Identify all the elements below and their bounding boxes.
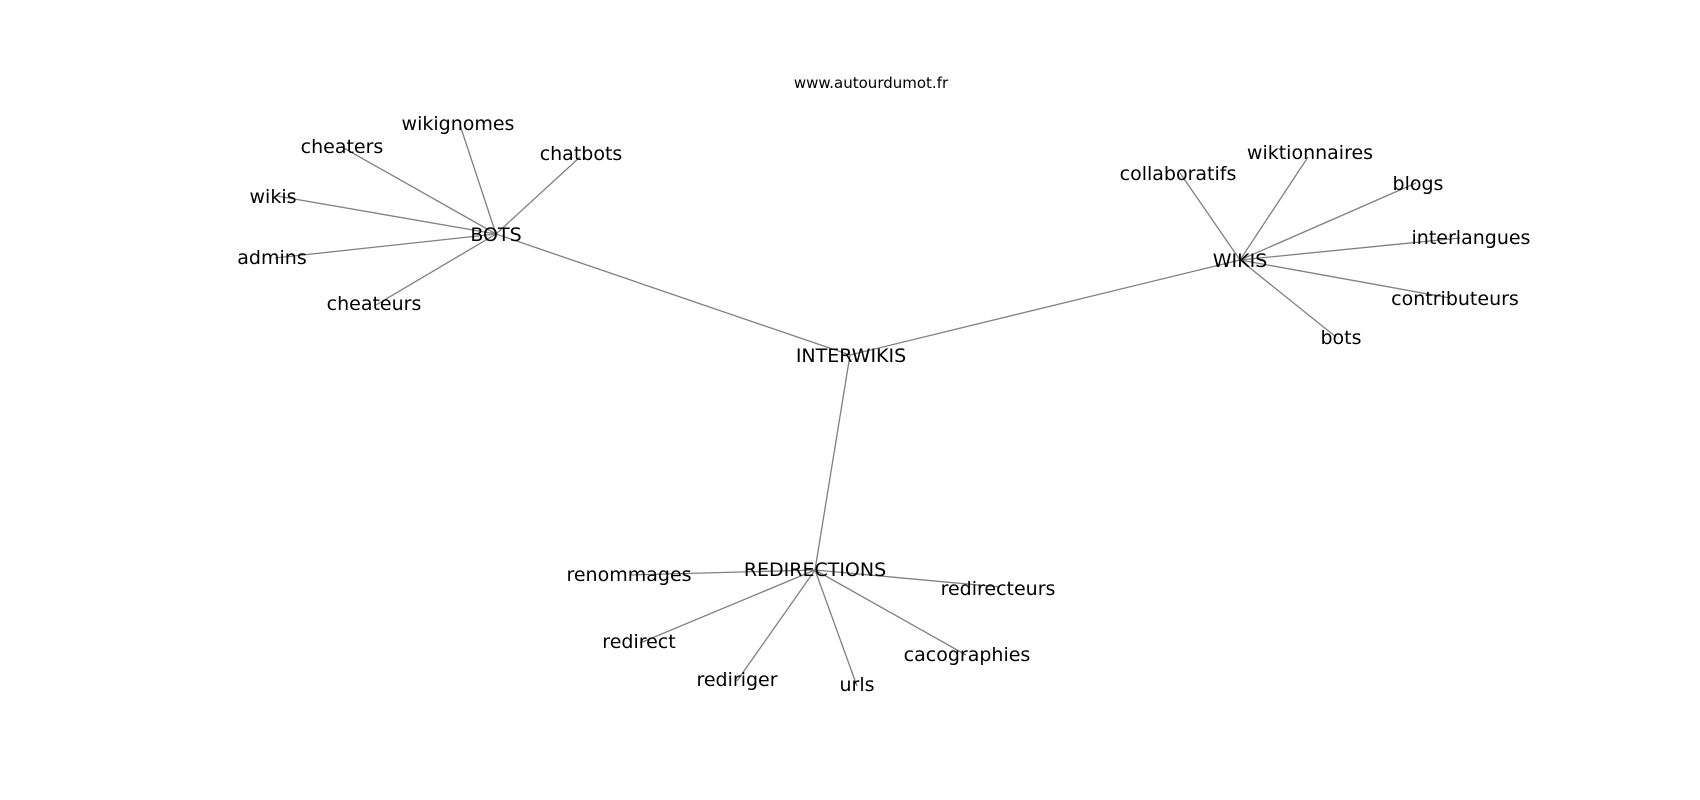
edge-interwikis-redirections [814, 354, 851, 571]
leaf-label: admins [237, 247, 306, 269]
edge-wikis-bots [1239, 259, 1337, 338]
leaf-label: bots [1320, 327, 1361, 349]
leaf-label: redirect [602, 631, 675, 653]
center-node-label: INTERWIKIS [796, 345, 906, 367]
edge-bots-wikis [276, 195, 497, 235]
leaf-label: renommages [566, 564, 691, 586]
hub-label-redirections: REDIRECTIONS [744, 559, 886, 581]
leaf-label: blogs [1393, 173, 1444, 195]
edge-wikis-contributeurs [1239, 259, 1451, 299]
leaf-label: rediriger [696, 669, 777, 691]
edge-redirections-rediriger [736, 569, 816, 682]
hub-label-wikis: WIKIS [1213, 250, 1268, 272]
leaf-label: contributeurs [1391, 288, 1519, 310]
hub-label-bots: BOTS [470, 224, 521, 246]
cluster-redirections: REDIRECTIONS renommages redirecteurs red… [566, 559, 1055, 696]
edge-redirections-redirecteurs [814, 569, 1001, 588]
edge-wikis-blogs [1239, 182, 1417, 261]
edge-bots-cheateurs [375, 233, 497, 306]
cluster-bots: BOTS wikignomes cheaters chatbots wikis … [237, 113, 622, 315]
leaf-label: redirecteurs [941, 578, 1056, 600]
edge-wikis-collaboratifs [1179, 172, 1241, 261]
leaf-label: wikignomes [402, 113, 515, 135]
wikis-edges [1179, 156, 1461, 338]
leaf-label: urls [839, 674, 874, 696]
bots-edges [274, 124, 581, 306]
leaf-label: interlangues [1412, 227, 1531, 249]
leaf-label: cacographies [904, 644, 1031, 666]
edge-interwikis-wikis [849, 259, 1241, 356]
edge-bots-admins [274, 233, 497, 259]
edge-bots-chatbots [495, 156, 581, 235]
redirections-edges [629, 569, 1001, 687]
leaf-label: collaboratifs [1120, 163, 1237, 185]
edge-wikis-wiktionnaires [1239, 156, 1309, 261]
leaf-label: wikis [250, 186, 297, 208]
edge-redirections-redirect [639, 569, 816, 644]
edge-interwikis-bots [495, 233, 851, 356]
leaf-label: cheaters [301, 136, 384, 158]
edge-bots-cheaters [341, 146, 497, 235]
cluster-wikis: WIKIS wiktionnaires collaboratifs blogs … [1120, 142, 1531, 349]
edge-wikis-interlangues [1239, 237, 1461, 261]
edge-redirections-renommages [629, 569, 816, 576]
leaf-label: chatbots [540, 143, 623, 165]
edge-bots-wikignomes [459, 124, 497, 235]
edge-redirections-cacographies [814, 569, 967, 656]
site-title: www.autourdumot.fr [794, 74, 949, 92]
edge-redirections-urls [814, 569, 858, 687]
leaf-label: cheateurs [327, 293, 422, 315]
leaf-label: wiktionnaires [1247, 142, 1373, 164]
center-edges [495, 233, 1241, 571]
